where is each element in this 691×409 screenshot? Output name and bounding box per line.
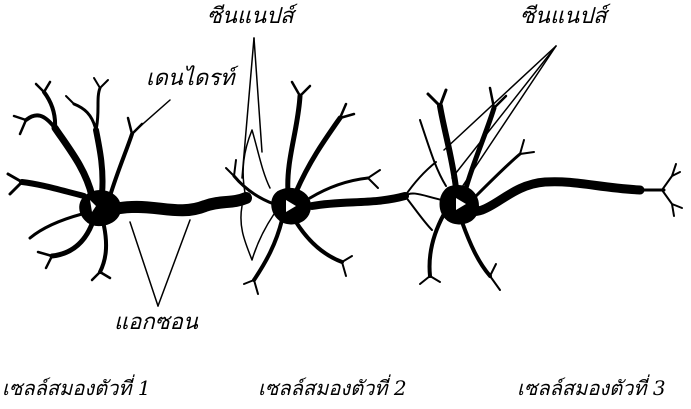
synapse-left-pointer-a — [242, 38, 254, 178]
label-synapse-left: ซีนแนปส์ — [207, 6, 294, 28]
synapse-left-pointer-b — [254, 38, 262, 152]
neuron-cell-2 — [226, 82, 380, 294]
axon-pointer-a — [130, 222, 158, 306]
caption-cell-2: เซลล์สมองตัวที่ 2 — [258, 378, 407, 398]
axon-2 — [312, 196, 405, 206]
label-axon: แอกซอน — [114, 312, 198, 334]
synapse-right-pointer-c — [440, 46, 556, 220]
synapse-right-pointer-b — [452, 46, 556, 178]
axon-3 — [462, 182, 640, 212]
synapse-right-pointer-a — [444, 46, 556, 150]
neuron-cell-1 — [8, 78, 142, 280]
dendrite-pointer — [136, 100, 170, 130]
caption-cell-3: เซลล์สมองตัวที่ 3 — [517, 378, 666, 398]
label-synapse-right: ซีนแนปส์ — [520, 6, 607, 28]
label-dendrite: เดนไดรท์ — [146, 68, 235, 90]
axon-pointer-b — [158, 220, 190, 306]
caption-cell-1: เซลล์สมองตัวที่ 1 — [2, 378, 151, 398]
